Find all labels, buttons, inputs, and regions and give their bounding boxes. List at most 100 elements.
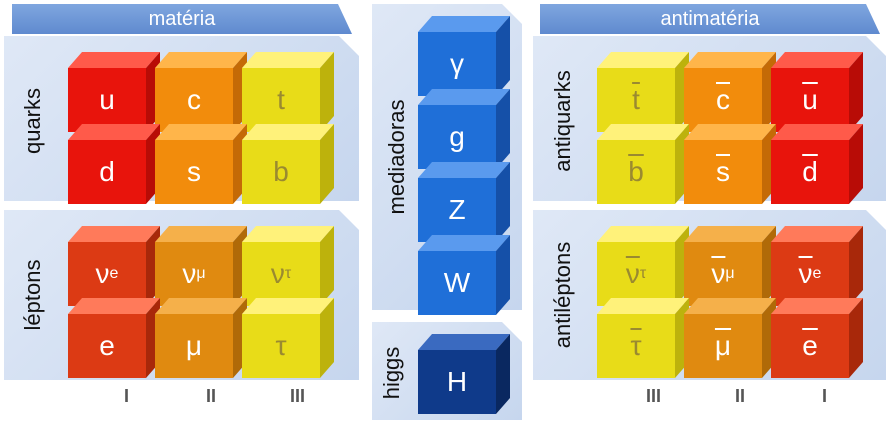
gen-label-matter-2: II <box>206 386 217 406</box>
cube-top-face <box>418 235 510 251</box>
cube-front-face: W <box>418 251 496 315</box>
cube-side-face <box>849 226 863 306</box>
cube-front-face: t <box>242 68 320 132</box>
particle-symbol: μ <box>185 330 203 361</box>
cube-top-face <box>597 298 689 314</box>
particle-symbol: μ <box>714 330 732 361</box>
cube-top-face <box>771 298 863 314</box>
cube-top-face <box>771 52 863 68</box>
antileptons-label: antiléptons <box>550 241 575 349</box>
lepton-cube-4: μ <box>155 298 247 378</box>
antiquark-cube-t: t <box>597 52 689 132</box>
cube-top-face <box>155 124 247 140</box>
cube-side-face <box>496 162 510 242</box>
cube-front-face: Z <box>418 178 496 242</box>
particle-symbol: ν <box>270 258 285 289</box>
quarks-label: quarks <box>20 87 45 155</box>
cube-side-face <box>496 89 510 169</box>
antiquark-cube-s: s <box>684 124 776 204</box>
cube-top-face <box>597 124 689 140</box>
cube-side-face <box>320 52 334 132</box>
cube-front-face: s <box>155 140 233 204</box>
cube-top-face <box>684 52 776 68</box>
cube-top-face <box>68 226 160 242</box>
cube-side-face <box>496 334 510 414</box>
materia-title: matéria <box>148 8 216 30</box>
particle-symbol: γ <box>450 48 464 79</box>
antiquark-cube-d: d <box>771 124 863 204</box>
cube-top-face <box>242 226 334 242</box>
gen-label-anti-3: I <box>822 386 828 406</box>
materia-banner: matéria <box>12 4 352 34</box>
antiquark-cube-b: b <box>597 124 689 204</box>
quark-cube-c: c <box>155 52 247 132</box>
cube-front-face: s <box>684 140 762 204</box>
particle-symbol: t <box>632 84 640 115</box>
cube-side-face <box>849 124 863 204</box>
cube-top-face <box>418 89 510 105</box>
lepton-cube-5: τ <box>242 298 334 378</box>
cube-top-face <box>418 334 510 350</box>
mediadoras-label: mediadoras <box>384 99 409 215</box>
cube-side-face <box>496 235 510 315</box>
cube-front-face: H <box>418 350 496 414</box>
particle-subscript: e <box>109 265 119 282</box>
cube-front-face: γ <box>418 32 496 96</box>
particle-symbol: b <box>273 156 289 187</box>
particle-symbol: ν <box>182 258 197 289</box>
higgs-label: higgs <box>379 346 404 400</box>
cube-side-face <box>849 298 863 378</box>
cube-top-face <box>68 124 160 140</box>
antimateria-title: antimatéria <box>660 8 760 30</box>
cube-top-face <box>68 298 160 314</box>
particle-symbol: τ <box>275 330 287 361</box>
antiquark-cube-c: c <box>684 52 776 132</box>
cube-front-face: d <box>771 140 849 204</box>
particle-symbol: g <box>449 121 465 152</box>
particle-symbol: t <box>277 84 285 115</box>
cube-top-face <box>684 226 776 242</box>
particle-subscript: τ <box>639 265 647 282</box>
cube-top-face <box>155 298 247 314</box>
quark-cube-t: t <box>242 52 334 132</box>
cube-side-face <box>496 16 510 96</box>
particle-subscript: μ <box>725 265 735 282</box>
cube-front-face: b <box>242 140 320 204</box>
particle-symbol: τ <box>630 330 642 361</box>
antilepton-cube-4: μ <box>684 298 776 378</box>
quark-cube-b: b <box>242 124 334 204</box>
cube-side-face <box>320 298 334 378</box>
cube-top-face <box>418 16 510 32</box>
antimateria-banner: antimatéria <box>540 4 880 34</box>
cube-front-face: τ <box>597 314 675 378</box>
cube-front-face: e <box>68 314 146 378</box>
cube-top-face <box>597 226 689 242</box>
lepton-cube-3: e <box>68 298 160 378</box>
cube-front-face: c <box>684 68 762 132</box>
cube-side-face <box>849 52 863 132</box>
cube-top-face <box>242 52 334 68</box>
quark-cube-s: s <box>155 124 247 204</box>
quark-cube-u: u <box>68 52 160 132</box>
particle-symbol: W <box>443 267 471 298</box>
cube-top-face <box>771 124 863 140</box>
particle-symbol: d <box>99 156 115 187</box>
particle-symbol: d <box>802 156 818 187</box>
cube-front-face: u <box>771 68 849 132</box>
cube-top-face <box>597 52 689 68</box>
cube-front-face: d <box>68 140 146 204</box>
mediator-cube-1: g <box>418 89 510 169</box>
cube-front-face: c <box>155 68 233 132</box>
cube-top-face <box>242 124 334 140</box>
gen-label-anti-2: II <box>735 386 746 406</box>
cube-front-face: g <box>418 105 496 169</box>
particle-symbol: b <box>628 156 644 187</box>
